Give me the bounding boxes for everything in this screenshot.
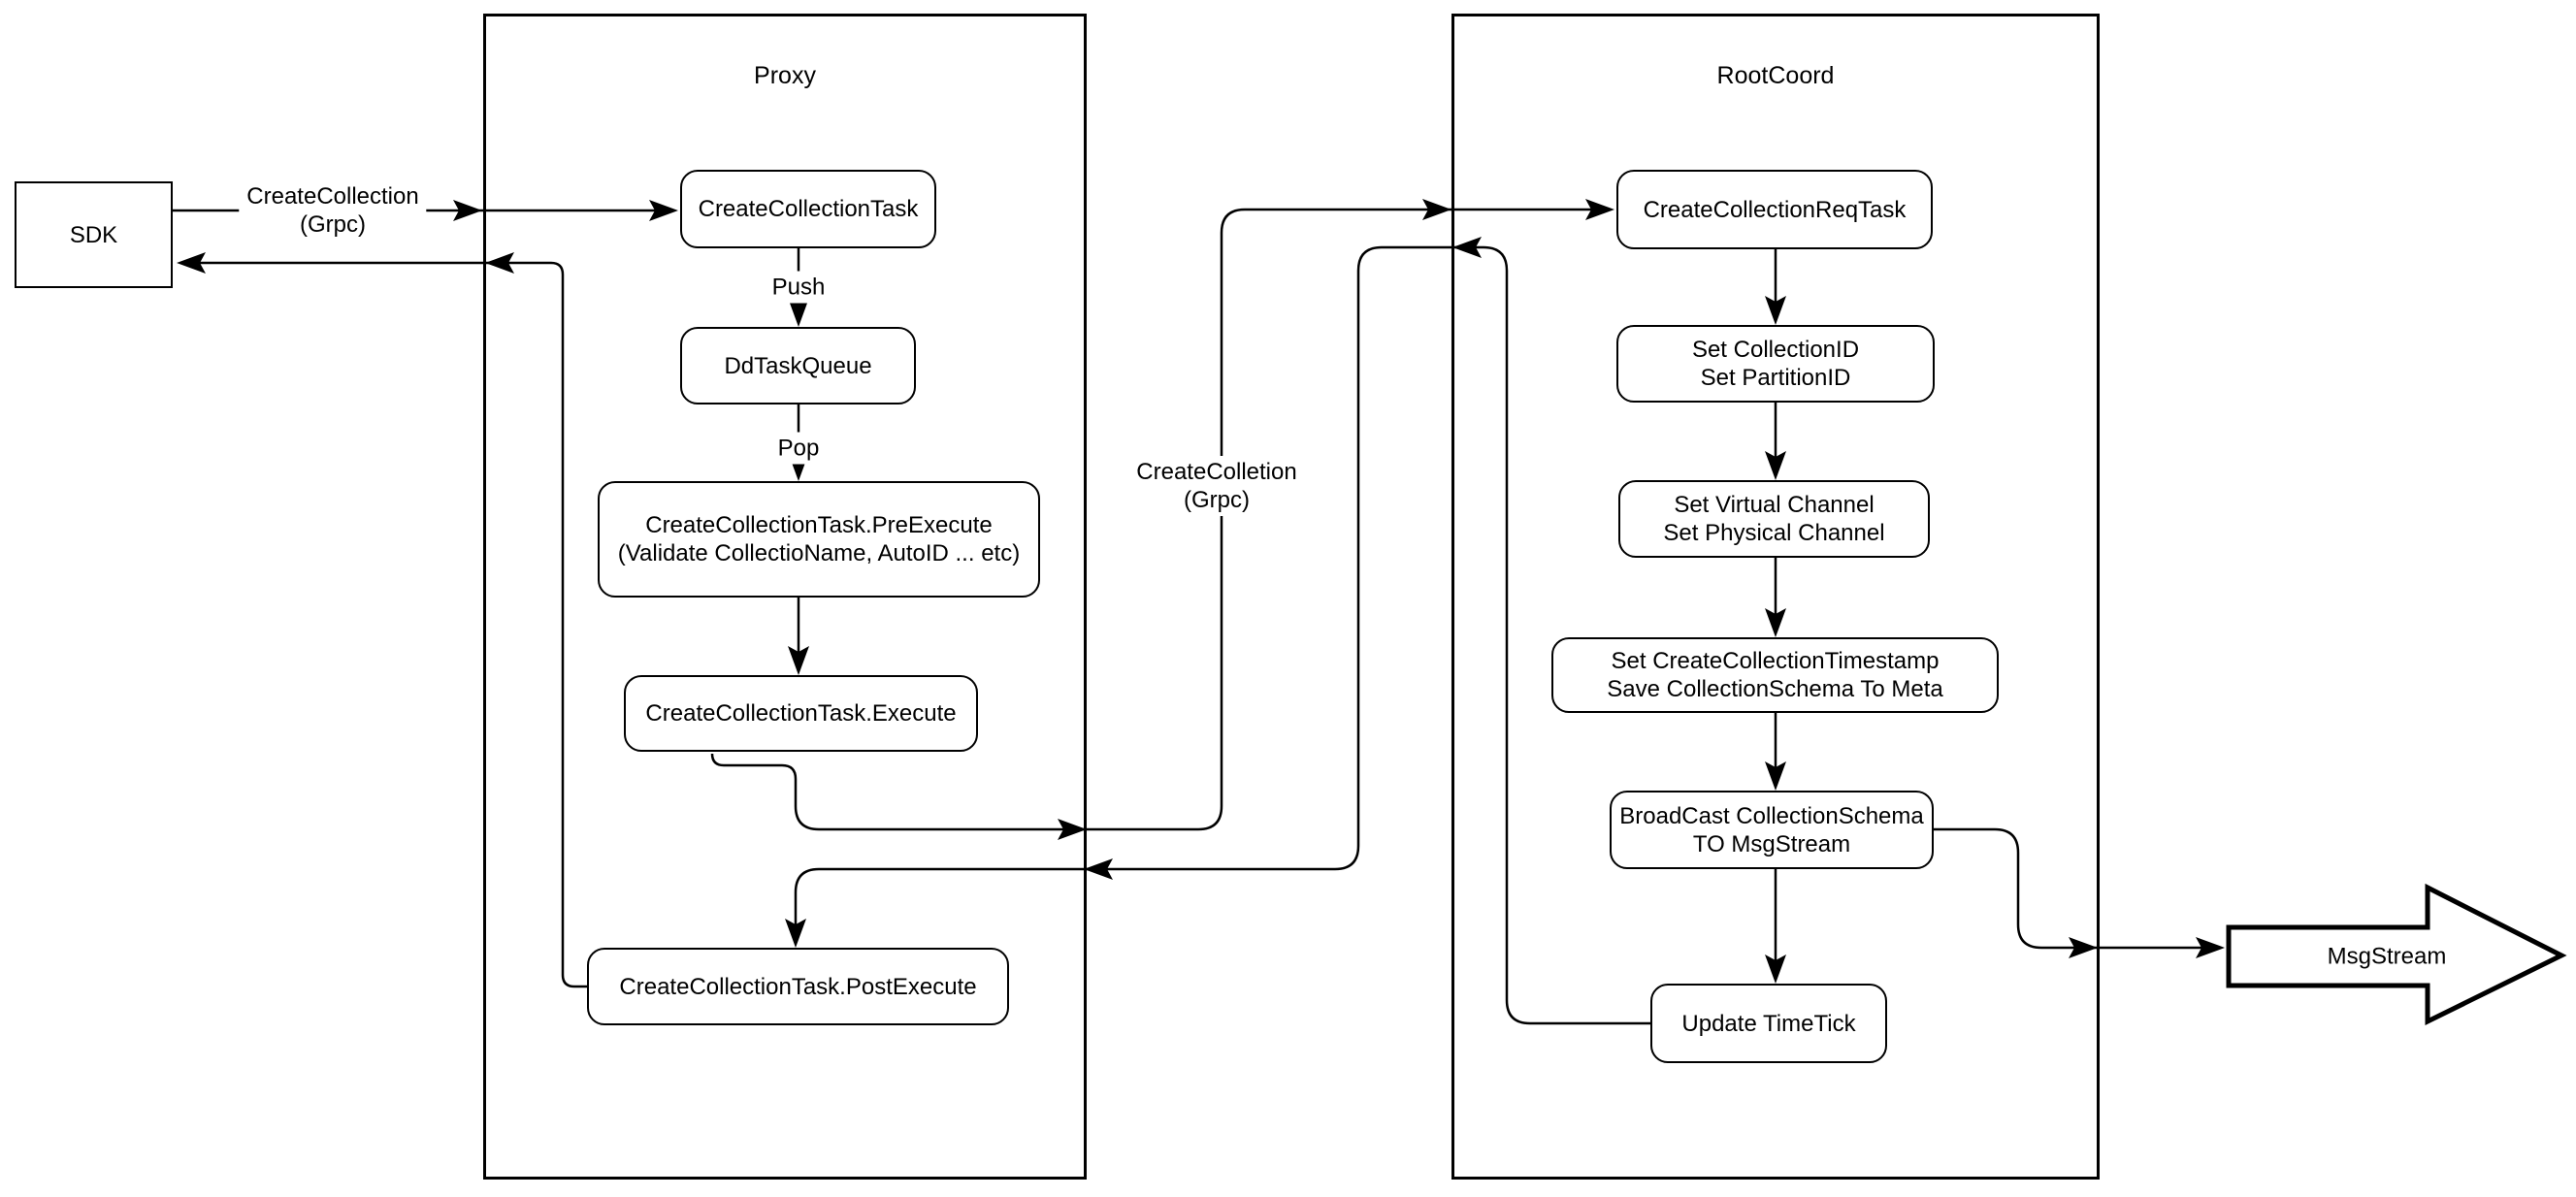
node-dd-task-queue-label: DdTaskQueue [724,352,872,379]
edge-postexecute-to-sdk [180,261,587,988]
node-update-timetick-label: Update TimeTick [1681,1010,1856,1037]
arrowhead-into-setids [1765,296,1786,325]
node-sdk: SDK [15,181,173,288]
node-broadcast-line2: TO MsgStream [1692,830,1851,857]
node-broadcast: BroadCast CollectionSchema TO MsgStream [1610,791,1934,869]
node-create-collection-task: CreateCollectionTask [680,170,936,248]
arrowhead-into-rootcoord [1422,199,1451,220]
arrowhead-return-into-proxy [1084,858,1113,880]
node-create-collection-req-task: CreateCollectionReqTask [1616,170,1933,249]
arrowhead-into-execute [788,646,809,675]
arrowhead-return-into-sdk [177,252,206,274]
edge-execute-to-reqtask [710,208,1611,831]
arrowhead-execute-exits-proxy [1058,819,1087,840]
arrowhead-into-proxy [453,200,482,221]
arrowhead-into-timetick [1765,954,1786,984]
node-set-timestamp-line2: Save CollectionSchema To Meta [1607,676,1943,702]
node-update-timetick: Update TimeTick [1650,984,1887,1063]
node-execute: CreateCollectionTask.Execute [624,675,978,752]
node-set-timestamp-line1: Set CreateCollectionTimestamp [1611,648,1940,674]
arrowhead-into-ddtaskqueue [788,298,809,327]
node-pre-execute-line1: CreateCollectionTask.PreExecute [645,512,993,538]
arrowhead-into-msgstream [2196,937,2225,958]
arrowhead-into-createcollectiontask [649,200,678,221]
node-sdk-label: SDK [69,221,118,248]
arrowhead-into-reqtask [1585,199,1614,220]
node-execute-label: CreateCollectionTask.Execute [645,700,957,727]
node-set-ids-line1: Set CollectionID [1691,337,1860,363]
node-create-collection-task-label: CreateCollectionTask [698,196,919,222]
node-dd-task-queue: DdTaskQueue [680,327,916,404]
arrowhead-into-broadcast [1765,761,1786,791]
edge-label-push: Push [764,271,833,304]
node-set-channels-line1: Set Virtual Channel [1674,492,1875,518]
msgstream-label: MsgStream [2327,943,2447,970]
edge-label-proxy-to-root-grpc-line2: (Grpc) [1183,487,1250,513]
msgstream-block-arrow [2226,883,2567,1026]
edge-broadcast-to-msgstream [1934,827,2221,950]
node-set-channels: Set Virtual Channel Set Physical Channel [1618,480,1930,558]
proxy-title: Proxy [754,62,816,89]
rootcoord-container [1451,14,2100,1180]
arrowhead-into-settimestamp [1765,608,1786,637]
edge-label-proxy-to-root-grpc-line1: CreateColletion [1136,459,1297,485]
edge-label-sdk-grpc: CreateCollection (Grpc) [239,180,427,241]
rootcoord-title: RootCoord [1716,62,1835,89]
edge-label-sdk-grpc-line1: CreateCollection [246,183,419,210]
node-set-timestamp: Set CreateCollectionTimestamp Save Colle… [1551,637,1999,713]
node-pre-execute-line2: (Validate CollectioName, AutoID ... etc) [617,540,1021,566]
node-create-collection-req-task-label: CreateCollectionReqTask [1643,196,1907,223]
edge-label-proxy-to-root-grpc: CreateColletion (Grpc) [1128,456,1305,516]
node-broadcast-line1: BroadCast CollectionSchema [1619,802,1924,829]
proxy-container [483,14,1087,1180]
node-set-ids: Set CollectionID Set PartitionID [1616,325,1935,403]
arrowhead-into-postexecute [785,919,806,948]
edge-label-sdk-grpc-line2: (Grpc) [299,211,366,238]
node-post-execute: CreateCollectionTask.PostExecute [587,948,1009,1025]
node-set-ids-line2: Set PartitionID [1700,365,1851,391]
arrowhead-into-setchannels [1765,451,1786,480]
node-post-execute-label: CreateCollectionTask.PostExecute [619,973,977,1000]
arrowhead-return-exits-rootcoord [1452,237,1482,258]
edge-label-pop: Pop [769,432,828,465]
arrowhead-return-exits-proxy-left [485,252,514,274]
arrowhead-broadcast-exits-rootcoord [2069,937,2098,958]
edge-timetick-to-postexecute [794,245,1650,1025]
node-pre-execute: CreateCollectionTask.PreExecute (Validat… [598,481,1040,598]
node-set-channels-line2: Set Physical Channel [1663,520,1885,546]
